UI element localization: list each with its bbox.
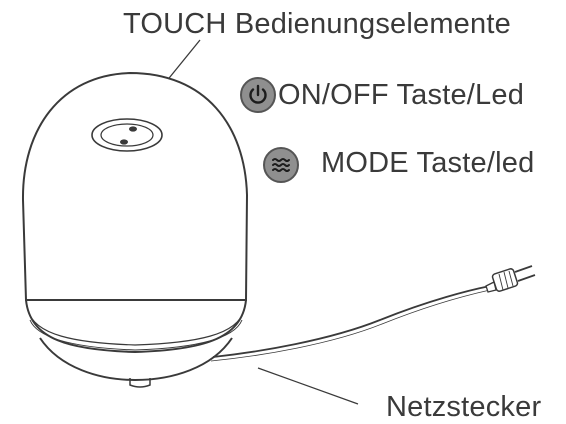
plug-pin-2 [517,274,536,282]
touch-button-dot-1 [129,126,137,132]
touch-panel-inner [100,123,154,147]
touch-button-dot-2 [120,139,128,145]
device-base-band [27,309,245,346]
plug-pin-1 [514,265,533,273]
device-bottom-bowl [39,337,233,382]
plug-rib-3 [508,270,514,287]
plug-rib-2 [503,271,509,289]
power-cable-edge [210,289,491,362]
device-base-ring [25,299,247,354]
device-base-band-2 [29,319,243,351]
power-plug [485,265,536,293]
power-icon [240,77,276,113]
plug-body [491,268,519,292]
wave-mode-icon [263,147,299,183]
device-foot [129,378,151,388]
on-off-label: ON/OFF Taste/Led [278,79,525,111]
touch-controls-label: TOUCH Bedienungselemente [123,8,511,40]
plug-rib-1 [498,273,504,291]
plug-label: Netzstecker [386,391,542,423]
power-cable [212,285,491,358]
plug-leader-line [257,367,359,405]
device-body [21,71,249,301]
mode-label: MODE Taste/led [321,147,535,179]
